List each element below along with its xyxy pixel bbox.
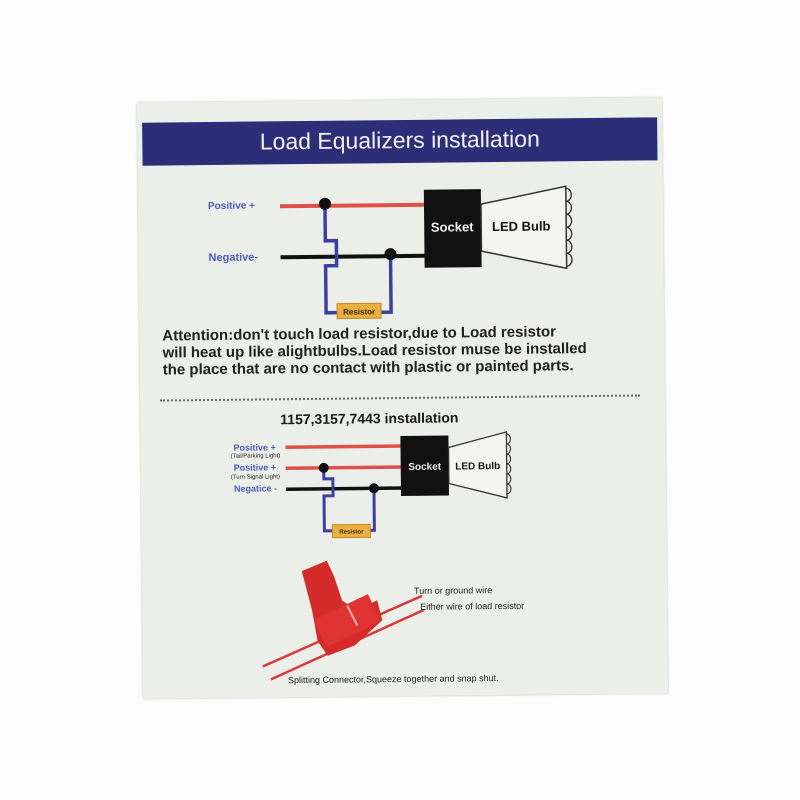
socket xyxy=(423,189,482,268)
junction-dot xyxy=(318,197,331,210)
attention-text: Attention:don't touch load resistor,due … xyxy=(162,323,587,378)
socket-label: Socket xyxy=(431,219,474,234)
led-bulb xyxy=(480,185,568,270)
negative-wire xyxy=(285,486,403,491)
positive-1-note: (Tail/Parking Light) xyxy=(230,453,281,460)
resistor-label: Resistor xyxy=(343,307,375,316)
junction-dot xyxy=(384,248,397,261)
resistor-wire-a xyxy=(323,203,340,315)
positive-2-note: (Turn Signal Light) xyxy=(230,474,280,481)
socket-label: Socket xyxy=(408,462,442,473)
positive-2-label: Positive + xyxy=(233,462,277,473)
wire-1-label: Turn or ground wire xyxy=(413,585,493,596)
diagram-2: Resistor Socket LED Bulb xyxy=(285,431,512,539)
positive-label: Positive + xyxy=(207,200,256,213)
resistor-label: Resistor xyxy=(339,529,364,535)
bulb-lens xyxy=(565,187,573,267)
diagram-1: Resistor Socket LED Bulb xyxy=(279,185,573,320)
led-bulb xyxy=(447,431,508,499)
instruction-card: Load Equalizers installation Resistor So… xyxy=(136,97,669,699)
wiring-diagrams: Resistor Socket LED Bulb Resistor Socket xyxy=(262,185,573,681)
resistor-wire-b xyxy=(369,488,376,532)
bulb-label: LED Bulb xyxy=(492,218,551,234)
junction-dot xyxy=(368,483,379,494)
bulb-label: LED Bulb xyxy=(455,461,500,472)
negative-label: Negatice - xyxy=(233,483,278,494)
junction-dot xyxy=(318,462,329,473)
positive-1-label: Positive + xyxy=(233,442,276,453)
socket xyxy=(400,435,450,497)
negative-wire xyxy=(280,253,427,260)
splitting-connector-image xyxy=(262,560,425,681)
negative-label: Negative- xyxy=(208,251,259,265)
bulb-lens xyxy=(506,433,512,495)
resistor xyxy=(331,523,371,539)
section-title: 1157,3157,7443 installation xyxy=(280,409,459,428)
positive-wire xyxy=(279,202,426,209)
resistor-wire-b xyxy=(379,254,393,314)
positive-wire-1 xyxy=(285,444,403,449)
resistor-wire-a xyxy=(322,467,335,533)
wire-2-label: Either wire of load resistor xyxy=(420,600,525,612)
resistor xyxy=(336,302,382,320)
positive-wire-2 xyxy=(285,465,403,470)
